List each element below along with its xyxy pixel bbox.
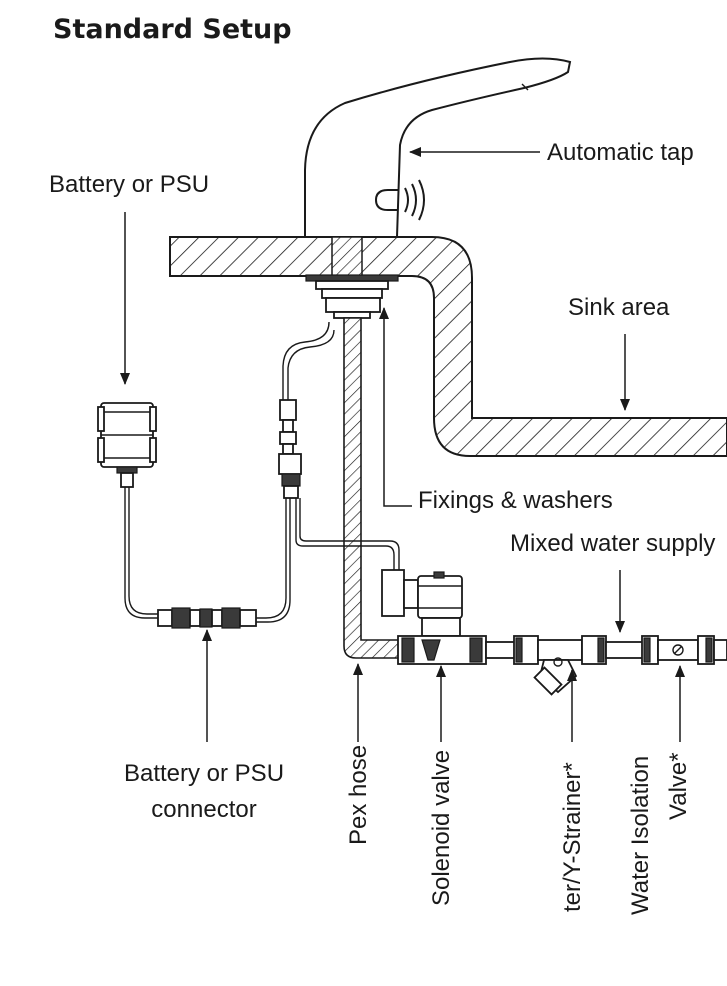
- tap-shank: [331, 236, 363, 277]
- sensor-cable: [287, 329, 335, 402]
- battery-cable: [124, 487, 160, 619]
- label-strainer: ter/Y-Strainer*: [559, 762, 586, 912]
- tap-spout-tip: [521, 83, 529, 91]
- cable-connector-icon: [278, 399, 302, 499]
- label-fixings-washers: Fixings & washers: [418, 487, 613, 514]
- solenoid-valve: [381, 569, 487, 665]
- label-isolation-line2: Valve*: [665, 752, 692, 820]
- label-pex-hose: Pex hose: [345, 745, 372, 845]
- y-strainer: [513, 635, 607, 696]
- label-isolation-line1: Water Isolation: [627, 756, 654, 915]
- fixings-washers: [305, 274, 399, 319]
- sink-countertop: [169, 236, 727, 457]
- label-connector-line2: connector: [151, 796, 256, 823]
- cable-to-solenoid: [295, 498, 395, 572]
- page-title: Standard Setup: [53, 14, 292, 45]
- pex-hose: [343, 317, 401, 659]
- sensor-waves-icon: [374, 179, 425, 221]
- label-solenoid-valve: Solenoid valve: [428, 750, 455, 906]
- cable-to-battery: [256, 498, 287, 619]
- battery-pack-icon: [97, 402, 157, 488]
- automatic-tap-body: [304, 57, 572, 238]
- label-mixed-water-supply: Mixed water supply: [510, 530, 715, 557]
- label-battery-psu: Battery or PSU: [49, 171, 209, 198]
- pipe-segment: [605, 641, 645, 659]
- arrow-fixings: [379, 307, 412, 507]
- label-sink-area: Sink area: [568, 294, 670, 321]
- pipe-segment: [485, 641, 517, 659]
- label-automatic-tap: Automatic tap: [547, 139, 694, 166]
- water-isolation-valve: [641, 635, 727, 665]
- label-connector-line1: Battery or PSU: [124, 760, 284, 787]
- battery-psu-connector: [157, 607, 257, 629]
